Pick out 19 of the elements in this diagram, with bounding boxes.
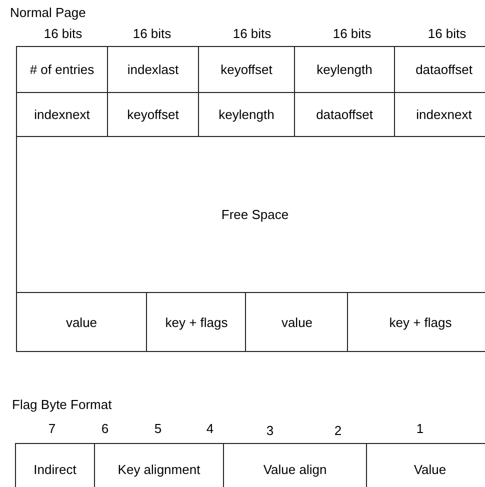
bit-number: 6 <box>101 421 109 437</box>
bit-number: 1 <box>416 421 424 437</box>
section-title: Flag Byte Format <box>12 397 112 413</box>
bit-width-label: 16 bits <box>332 26 372 42</box>
bit-number: 3 <box>266 423 274 439</box>
table-cell: value <box>245 292 349 352</box>
bit-number: 5 <box>154 421 162 437</box>
bit-number: 7 <box>48 421 56 437</box>
bit-width-label: 16 bits <box>132 26 172 42</box>
bit-number: 2 <box>334 423 342 439</box>
section-title: Normal Page <box>10 5 86 21</box>
table-cell: # of entries <box>16 46 108 93</box>
table-cell: key + flags <box>347 292 485 352</box>
bit-width-label: 16 bits <box>44 26 82 42</box>
bit-width-label: 16 bits <box>232 26 272 42</box>
bit-width-label: 16 bits <box>428 26 466 42</box>
table-cell: Indirect <box>15 443 95 487</box>
table-cell: value <box>16 292 147 352</box>
bit-number: 4 <box>206 421 214 437</box>
